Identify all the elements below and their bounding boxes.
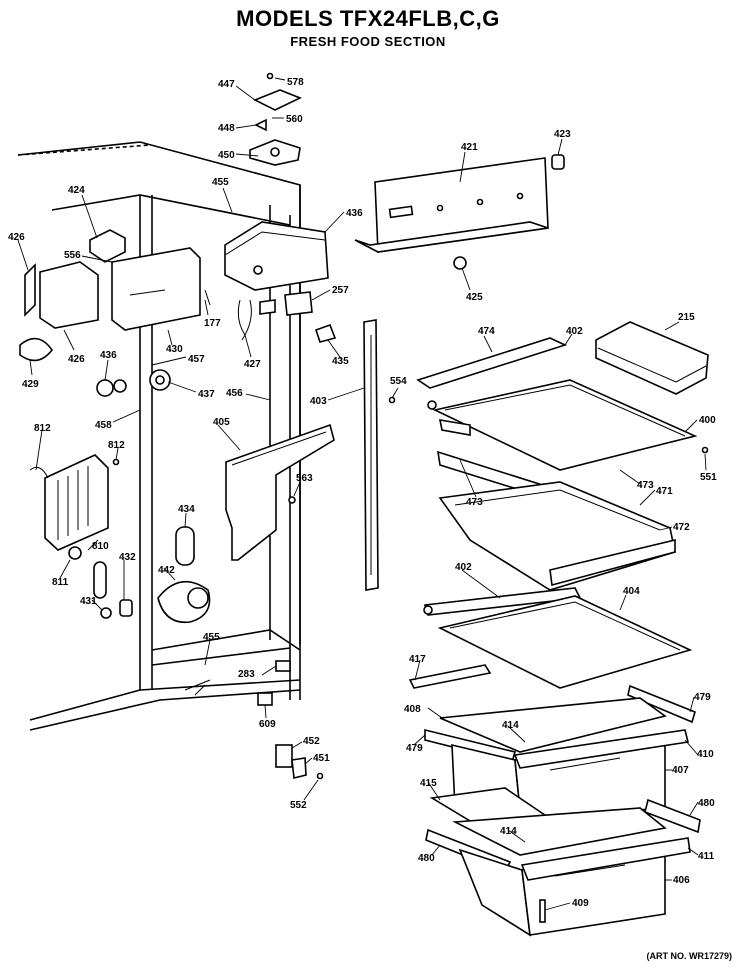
callout-257: 257 <box>332 285 349 296</box>
callout-283: 283 <box>238 669 255 680</box>
callout-609: 609 <box>259 719 276 730</box>
callout-403: 403 <box>310 396 327 407</box>
callout-408: 408 <box>404 704 421 715</box>
callout-427: 427 <box>244 359 261 370</box>
callout-400: 400 <box>699 415 716 426</box>
callout-551: 551 <box>700 472 717 483</box>
lower-hardware <box>257 660 324 780</box>
light-shield-panel <box>29 454 120 560</box>
callout-423: 423 <box>554 129 571 140</box>
callout-431: 431 <box>80 596 97 607</box>
callout-402-lower: 402 <box>455 562 472 573</box>
callout-434: 434 <box>178 504 195 515</box>
control-housing <box>19 229 201 362</box>
callout-474: 474 <box>478 326 495 337</box>
callout-414-lower: 414 <box>500 826 517 837</box>
callout-409: 409 <box>572 898 589 909</box>
meat-pan <box>437 450 676 591</box>
callout-811: 811 <box>52 577 69 588</box>
callout-458: 458 <box>95 420 112 431</box>
diagram-subtitle: FRESH FOOD SECTION <box>290 34 446 49</box>
callout-406: 406 <box>673 875 690 886</box>
small-electrical-parts <box>96 289 337 397</box>
callout-421: 421 <box>461 142 478 153</box>
callout-177: 177 <box>204 318 221 329</box>
callout-215: 215 <box>678 312 695 323</box>
shelf-ladder-rail <box>363 319 396 591</box>
callout-473-right: 473 <box>637 480 654 491</box>
callout-436-right: 436 <box>346 208 363 219</box>
callout-426-left: 426 <box>8 232 25 243</box>
callout-447: 447 <box>218 79 235 90</box>
callout-430: 430 <box>166 344 183 355</box>
callout-479-right: 479 <box>694 692 711 703</box>
callout-457: 457 <box>188 354 205 365</box>
callout-448: 448 <box>218 123 235 134</box>
callout-552: 552 <box>290 800 307 811</box>
callout-411: 411 <box>698 851 715 862</box>
callout-812-right: 812 <box>108 440 125 451</box>
fan-and-lamp-parts <box>93 526 211 624</box>
callout-402-upper: 402 <box>566 326 583 337</box>
callout-810: 810 <box>92 541 109 552</box>
lower-shelf <box>423 587 693 689</box>
callout-426-lower: 426 <box>68 354 85 365</box>
callout-414-upper: 414 <box>502 720 519 731</box>
callout-429: 429 <box>22 379 39 390</box>
callout-812-left: 812 <box>34 423 51 434</box>
callout-578: 578 <box>287 77 304 88</box>
callout-471: 471 <box>656 486 673 497</box>
leader-lines <box>17 77 707 911</box>
callout-560: 560 <box>286 114 303 125</box>
callout-450: 450 <box>218 150 235 161</box>
callout-415: 415 <box>420 778 437 789</box>
control-panel <box>354 154 565 270</box>
callout-554: 554 <box>390 376 407 387</box>
callout-472: 472 <box>673 522 690 533</box>
art-number: (ART NO. WR17279) <box>646 951 732 961</box>
callout-480-left: 480 <box>418 853 435 864</box>
callout-455-top: 455 <box>212 177 229 188</box>
callout-labels: 447 578 448 560 450 455 424 426 556 426 … <box>8 77 717 909</box>
callout-452: 452 <box>303 736 320 747</box>
callout-456: 456 <box>226 388 243 399</box>
callout-480-right: 480 <box>698 798 715 809</box>
callout-424: 424 <box>68 185 85 196</box>
callout-556: 556 <box>64 250 81 261</box>
callout-405: 405 <box>213 417 230 428</box>
callout-410: 410 <box>697 749 714 760</box>
crisper-drawer-lower <box>425 787 701 937</box>
callout-432: 432 <box>119 552 136 563</box>
callout-417: 417 <box>409 654 426 665</box>
callout-479-left: 479 <box>406 743 423 754</box>
callout-435: 435 <box>332 356 349 367</box>
air-duct <box>225 423 335 561</box>
diagram-title: MODELS TFX24FLB,C,G <box>236 6 500 31</box>
callout-451: 451 <box>313 753 330 764</box>
callout-473-left: 473 <box>466 497 483 508</box>
dairy-bin <box>595 321 709 395</box>
callout-407: 407 <box>672 765 689 776</box>
temperature-control-box <box>224 221 329 291</box>
top-hinge-assembly <box>249 72 302 166</box>
callout-563: 563 <box>296 473 313 484</box>
callout-455-lower: 455 <box>203 632 220 643</box>
callout-436-left: 436 <box>100 350 117 361</box>
callout-404: 404 <box>623 586 640 597</box>
fresh-food-liner <box>17 141 301 731</box>
callout-425: 425 <box>466 292 483 303</box>
callout-442: 442 <box>158 565 175 576</box>
callout-437: 437 <box>198 389 215 400</box>
